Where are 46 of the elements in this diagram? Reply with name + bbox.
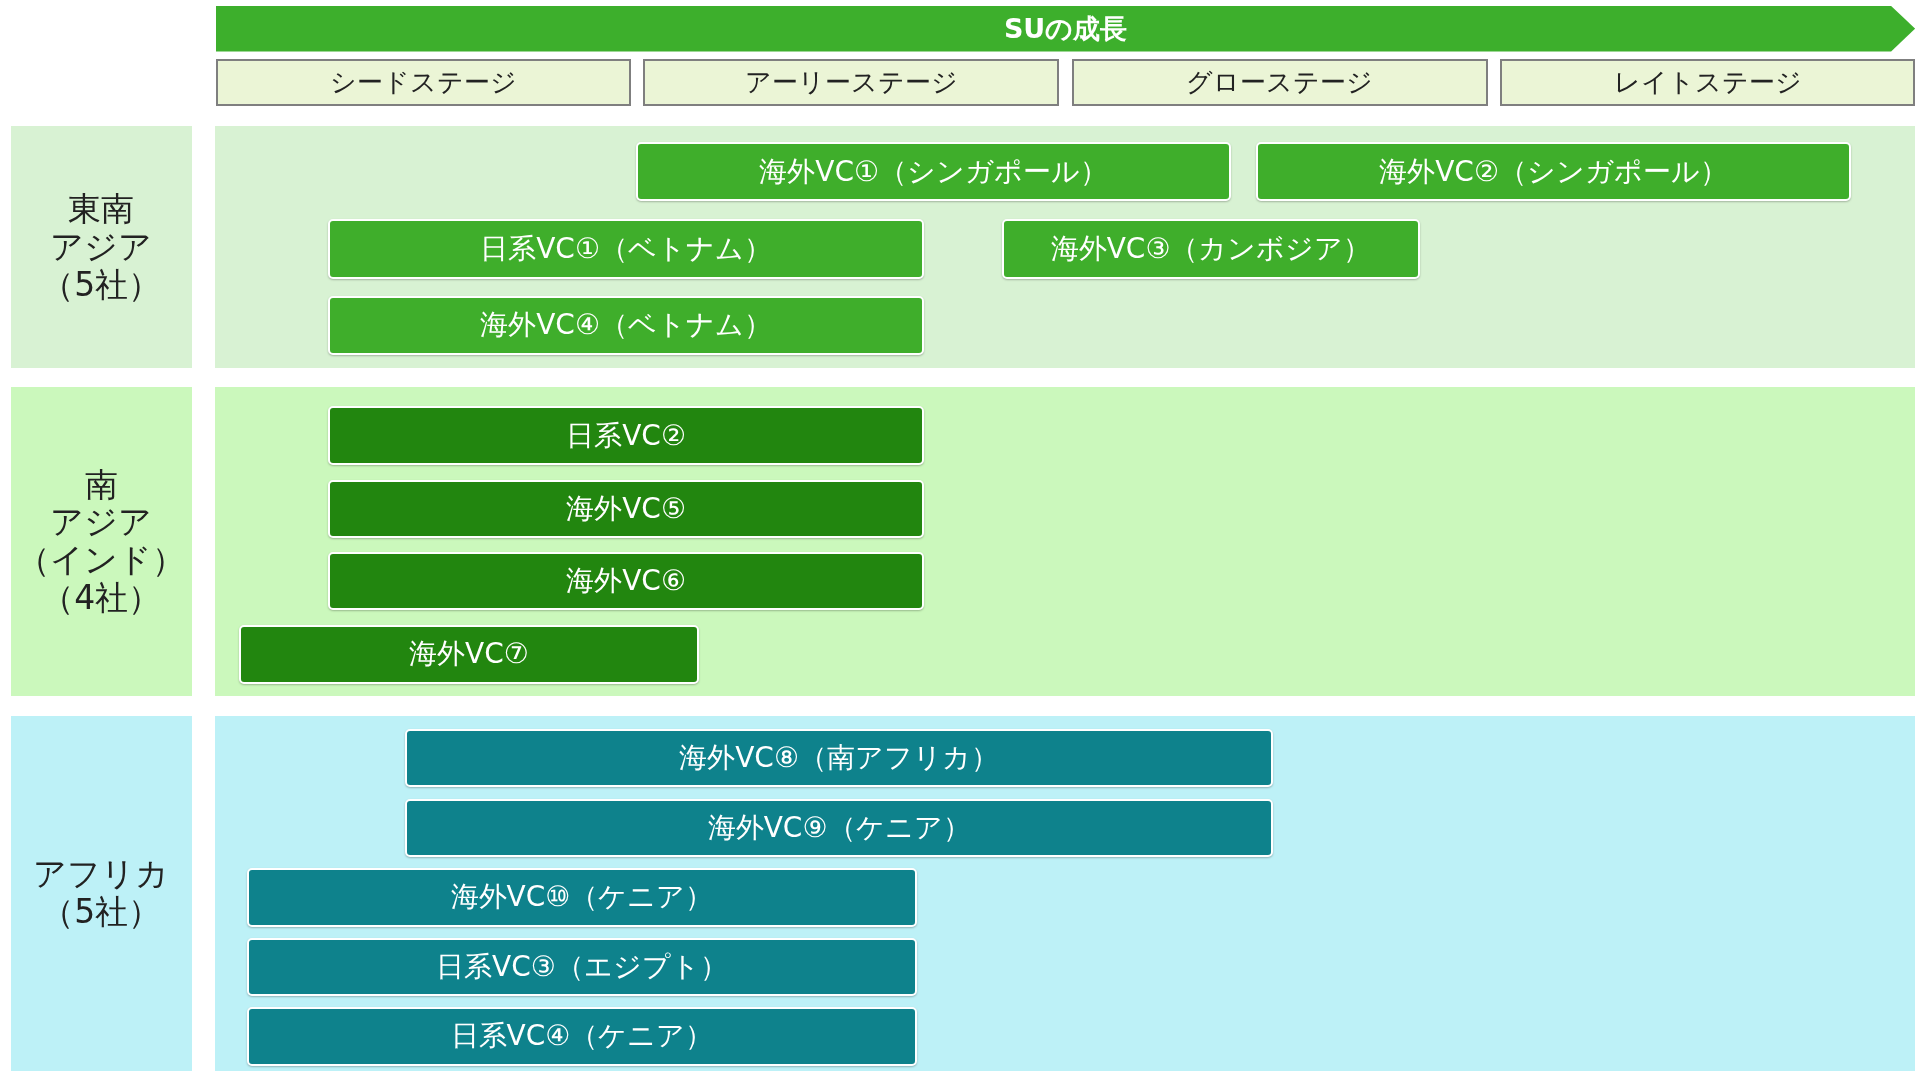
label-text: 海外VC③（カンボジア） xyxy=(1050,230,1372,267)
title-text: SUの成長 xyxy=(1003,11,1128,46)
vc-bar xyxy=(635,142,1232,202)
vc-bar xyxy=(327,295,925,355)
vc-bar xyxy=(239,624,699,684)
label-text: アーリーステージ xyxy=(744,65,958,99)
vc-bar xyxy=(1255,142,1852,202)
vc-bar xyxy=(327,480,925,538)
region-band xyxy=(214,386,1916,697)
vc-bar xyxy=(246,1006,918,1066)
label-text: 日系VC④（ケニア） xyxy=(450,1018,714,1055)
label-text: 南アジア（インド）（4社） xyxy=(17,465,186,618)
label-text: 海外VC⑥ xyxy=(566,563,686,600)
vc-bar xyxy=(405,729,1274,787)
region-label xyxy=(11,386,192,697)
label-text: 海外VC②（シンガポール） xyxy=(1379,153,1728,190)
label-text: 日系VC② xyxy=(566,417,686,454)
label-text: レイトステージ xyxy=(1613,65,1802,99)
region-band xyxy=(214,126,1916,369)
label-text: 海外VC⑤ xyxy=(566,490,686,527)
label-text: 海外VC⑦ xyxy=(409,636,529,673)
vc-bar xyxy=(327,406,925,466)
region-band xyxy=(214,715,1916,1071)
label-text: シードステージ xyxy=(330,65,518,99)
label-text: 海外VC⑩（ケニア） xyxy=(450,879,714,916)
vc-bar xyxy=(1001,218,1421,279)
vc-bar xyxy=(327,218,925,279)
stage-header xyxy=(1071,58,1488,106)
label-text: 東南アジア（5社） xyxy=(41,190,162,305)
stage-header xyxy=(216,58,631,106)
stage-header xyxy=(643,58,1060,106)
label-text: グローステージ xyxy=(1186,65,1374,99)
label-text: 海外VC①（シンガポール） xyxy=(759,153,1109,190)
region-label xyxy=(11,715,192,1071)
label-text: 海外VC⑨（ケニア） xyxy=(707,810,971,847)
label-text: 海外VC④（ベトナム） xyxy=(480,307,772,344)
vc-bar xyxy=(246,937,918,996)
label-text: アフリカ（5社） xyxy=(33,855,170,932)
vc-bar xyxy=(246,867,918,927)
label-text: 日系VC①（ベトナム） xyxy=(480,230,772,267)
stage-header xyxy=(1500,58,1916,106)
vc-bar xyxy=(405,799,1274,857)
vc-bar xyxy=(327,552,925,611)
region-label xyxy=(11,126,192,369)
label-text: 海外VC⑧（南アフリカ） xyxy=(679,740,999,777)
label-text: 日系VC③（エジプト） xyxy=(436,948,728,985)
